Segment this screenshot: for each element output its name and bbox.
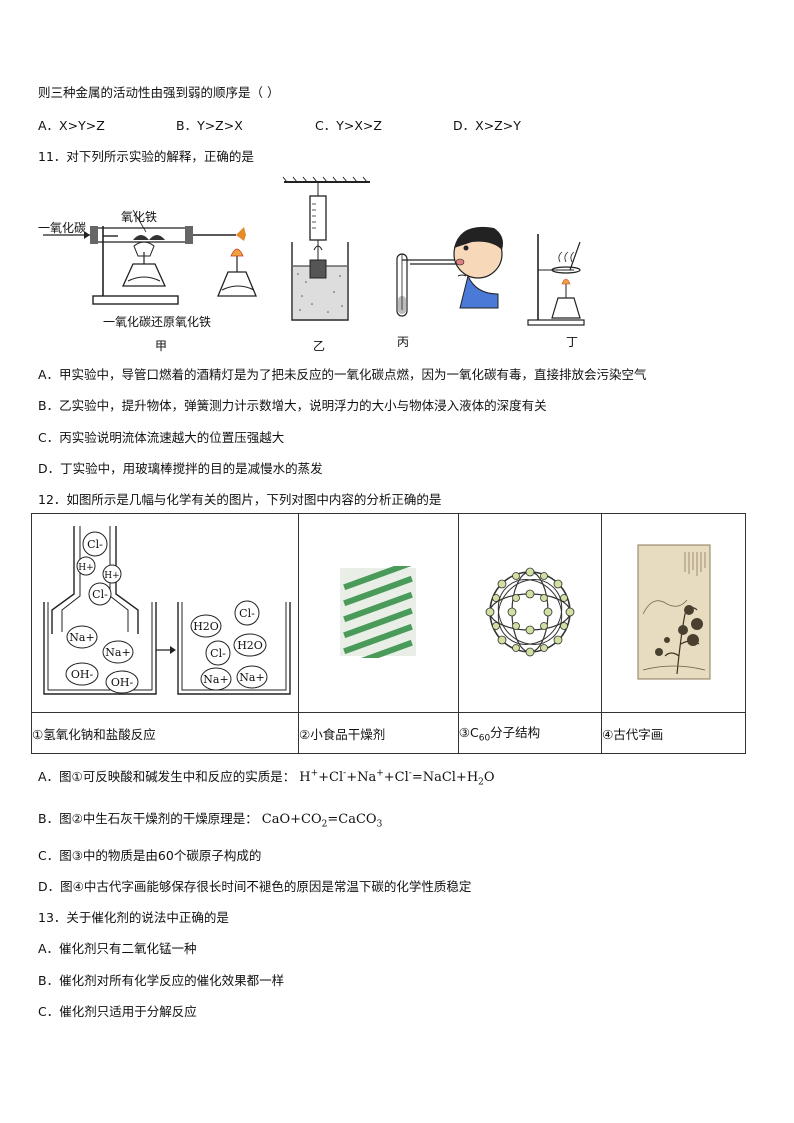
neutralization-diagram: Cl- H+ H+ Cl- Na+ Na+ OH- OH- Cl- H2O H2…	[43, 526, 291, 695]
ion-right-0: Cl-	[239, 607, 255, 620]
q11-figure-ding	[527, 234, 585, 326]
q12-option-d: D．图④中古代字画能够保存很长时间不褪色的原因是常温下碳的化学性质稳定	[38, 879, 472, 894]
caption-3: ③C60分子结构	[457, 712, 603, 754]
ancient-painting-image	[637, 544, 711, 679]
label-yi: 乙	[313, 339, 326, 353]
q11-option-a: A．甲实验中，导管口燃着的酒精灯是为了把未反应的一氧化碳点燃，因为一氧化碳有毒，…	[38, 367, 647, 382]
ion-left-3: Cl-	[92, 588, 108, 601]
ion-left-5: Na+	[105, 646, 130, 659]
q12-option-a: A．图①可反映酸和碱发生中和反应的实质是： H++Cl-+Na++Cl-=NaC…	[38, 766, 495, 788]
q11-stem: 11．对下列所示实验的解释，正确的是	[38, 149, 254, 164]
q10-option-c: C．Y>X>Z	[315, 118, 382, 133]
ion-left-6: OH-	[71, 668, 94, 681]
q12-figure-table: Cl- H+ H+ Cl- Na+ Na+ OH- OH- Cl- H2O H2…	[31, 513, 746, 754]
ion-right-5: Na+	[239, 671, 264, 684]
q11-option-c: C．丙实验说明流体流速越大的位置压强越大	[38, 430, 285, 445]
label-co-in: 一氧化碳	[38, 221, 87, 235]
q12-option-a-equation: H++Cl-+Na++Cl-=NaCl+H2O	[299, 768, 495, 788]
q11-figure-bing	[396, 226, 503, 317]
desiccant-packet-image	[340, 559, 417, 670]
ion-right-4: Na+	[203, 673, 228, 686]
caption-3-sub: 60	[478, 733, 491, 744]
q13-option-b: B．催化剂对所有化学反应的催化效果都一样	[38, 973, 285, 988]
label-fe2o3: 氧化铁	[121, 210, 158, 224]
q10-option-b: B．Y>Z>X	[176, 118, 243, 133]
q13-option-a: A．催化剂只有二氧化锰一种	[38, 941, 197, 956]
q10-option-d: D．X>Z>Y	[453, 118, 521, 133]
ion-right-2: H2O	[237, 639, 263, 652]
q12-option-b-text: B．图②中生石灰干燥剂的干燥原理是：	[38, 811, 258, 826]
q10-option-a: A．X>Y>Z	[38, 118, 105, 133]
cell-desiccant-figure	[298, 513, 459, 713]
c60-molecule-image	[485, 567, 575, 656]
cell-c60-figure	[457, 513, 603, 713]
q13-option-c: C．催化剂只适用于分解反应	[38, 1004, 197, 1019]
q10-stem: 则三种金属的活动性由强到弱的顺序是（ ）	[38, 85, 280, 100]
q12-option-c: C．图③中的物质是由60个碳原子构成的	[38, 848, 262, 863]
label-ding: 丁	[566, 335, 579, 349]
ion-right-1: H2O	[193, 620, 219, 633]
cell-neutralization-figure: Cl- H+ H+ Cl- Na+ Na+ OH- OH- Cl- H2O H2…	[31, 513, 299, 713]
ion-left-4: Na+	[69, 631, 94, 644]
q13-stem: 13．关于催化剂的说法中正确的是	[38, 910, 229, 925]
cell-painting-figure	[601, 513, 746, 713]
ion-right-3: Cl-	[210, 647, 226, 660]
caption-1: ①氢氧化钠和盐酸反应	[31, 712, 299, 754]
ion-left-2: H+	[104, 571, 119, 581]
q12-option-b: B．图②中生石灰干燥剂的干燥原理是： CaO+CO2=CaCO3	[38, 808, 382, 830]
q11-option-d: D．丁实验中，用玻璃棒搅拌的目的是减慢水的蒸发	[38, 461, 323, 476]
caption-2: ②小食品干燥剂	[298, 712, 459, 754]
caption-4: ④古代字画	[601, 712, 746, 754]
q11-option-b: B．乙实验中，提升物体，弹簧测力计示数增大，说明浮力的大小与物体浸入液体的深度有…	[38, 398, 547, 413]
label-setup-caption: 一氧化碳还原氧化铁	[103, 315, 212, 329]
q12-stem: 12．如图所示是几幅与化学有关的图片，下列对图中内容的分析正确的是	[38, 492, 442, 507]
ion-left-0: Cl-	[87, 538, 103, 551]
ion-left-1: H+	[78, 563, 93, 573]
caption-3-suffix: 分子结构	[490, 725, 541, 741]
label-jia: 甲	[155, 339, 168, 353]
q12-option-b-equation: CaO+CO2=CaCO3	[261, 812, 383, 830]
caption-3-prefix: ③C	[458, 725, 479, 741]
q11-figure-jia	[43, 209, 257, 305]
ion-left-7: OH-	[111, 676, 134, 689]
q12-option-a-text: A．图①可反映酸和碱发生中和反应的实质是：	[38, 769, 296, 784]
q11-figure-yi	[282, 176, 370, 321]
label-bing: 丙	[397, 335, 410, 349]
